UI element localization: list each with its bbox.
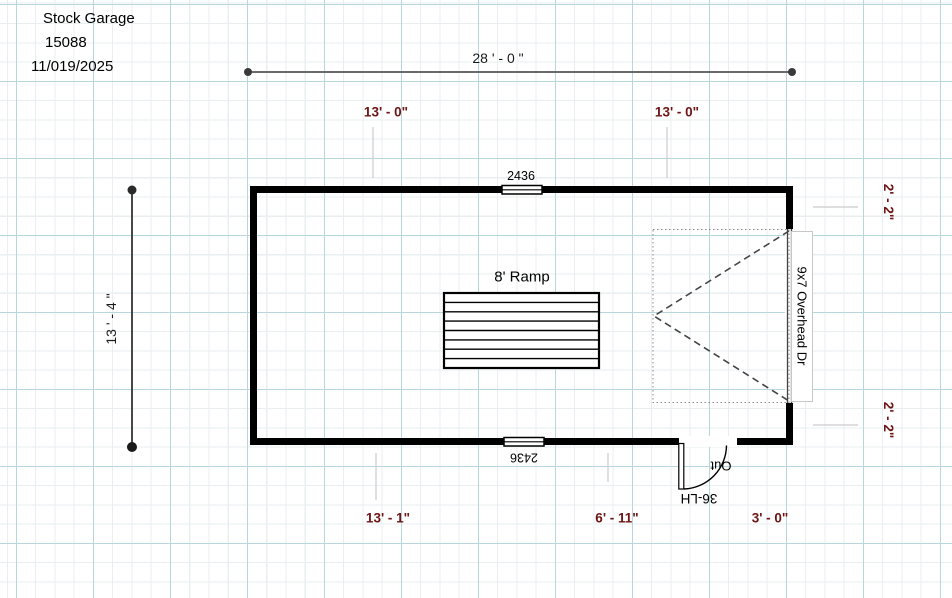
dim-bottom-mid-label[interactable]: 6' - 11" xyxy=(595,510,639,526)
dim-top-left-label[interactable]: 13' - 0" xyxy=(363,104,409,120)
exit-door[interactable] xyxy=(678,442,728,490)
project-name[interactable]: Stock Garage xyxy=(43,10,135,27)
overhead-door-label[interactable]: 9x7 Overhead Dr xyxy=(794,266,810,366)
overhead-door-swing-lines[interactable] xyxy=(652,230,790,402)
window-bottom-label[interactable]: 2436 xyxy=(510,450,538,465)
dim-right-upper-label[interactable]: 2' - 2" xyxy=(880,183,896,221)
dim-overall-height-label[interactable]: 13 ' - 4 " xyxy=(103,293,119,345)
dim-right-lower-label[interactable]: 2' - 2" xyxy=(880,401,896,439)
exit-door-opening xyxy=(679,436,737,447)
dim-bottom-right-label[interactable]: 3' - 0" xyxy=(751,510,789,526)
window-top[interactable] xyxy=(501,184,543,195)
dim-overall-width-label[interactable]: 28 ' - 0 " xyxy=(472,50,524,66)
dimension-line-overall-width[interactable] xyxy=(244,68,796,76)
project-number[interactable]: 15088 xyxy=(45,34,87,51)
overhead-door-track-outline[interactable] xyxy=(652,229,790,403)
dim-bottom-left-label[interactable]: 13' - 1" xyxy=(365,510,411,526)
exit-door-swing-arc xyxy=(683,445,728,490)
window-bottom[interactable] xyxy=(503,436,545,447)
ramp-label[interactable]: 8' Ramp xyxy=(494,268,550,286)
project-date[interactable]: 11/019/2025 xyxy=(31,58,114,75)
exit-door-size-label[interactable]: 36-LH xyxy=(680,490,718,506)
dim-top-right-label[interactable]: 13' - 0" xyxy=(654,104,700,120)
overhead-door-opening xyxy=(785,229,794,403)
dimension-extension-ticks xyxy=(372,127,858,500)
exit-door-swing-label[interactable]: Out xyxy=(710,458,732,474)
ramp[interactable] xyxy=(442,291,601,370)
dimension-line-overall-height[interactable] xyxy=(127,185,137,453)
overhead-door-label-box xyxy=(791,231,813,402)
window-top-label[interactable]: 2436 xyxy=(507,168,535,183)
